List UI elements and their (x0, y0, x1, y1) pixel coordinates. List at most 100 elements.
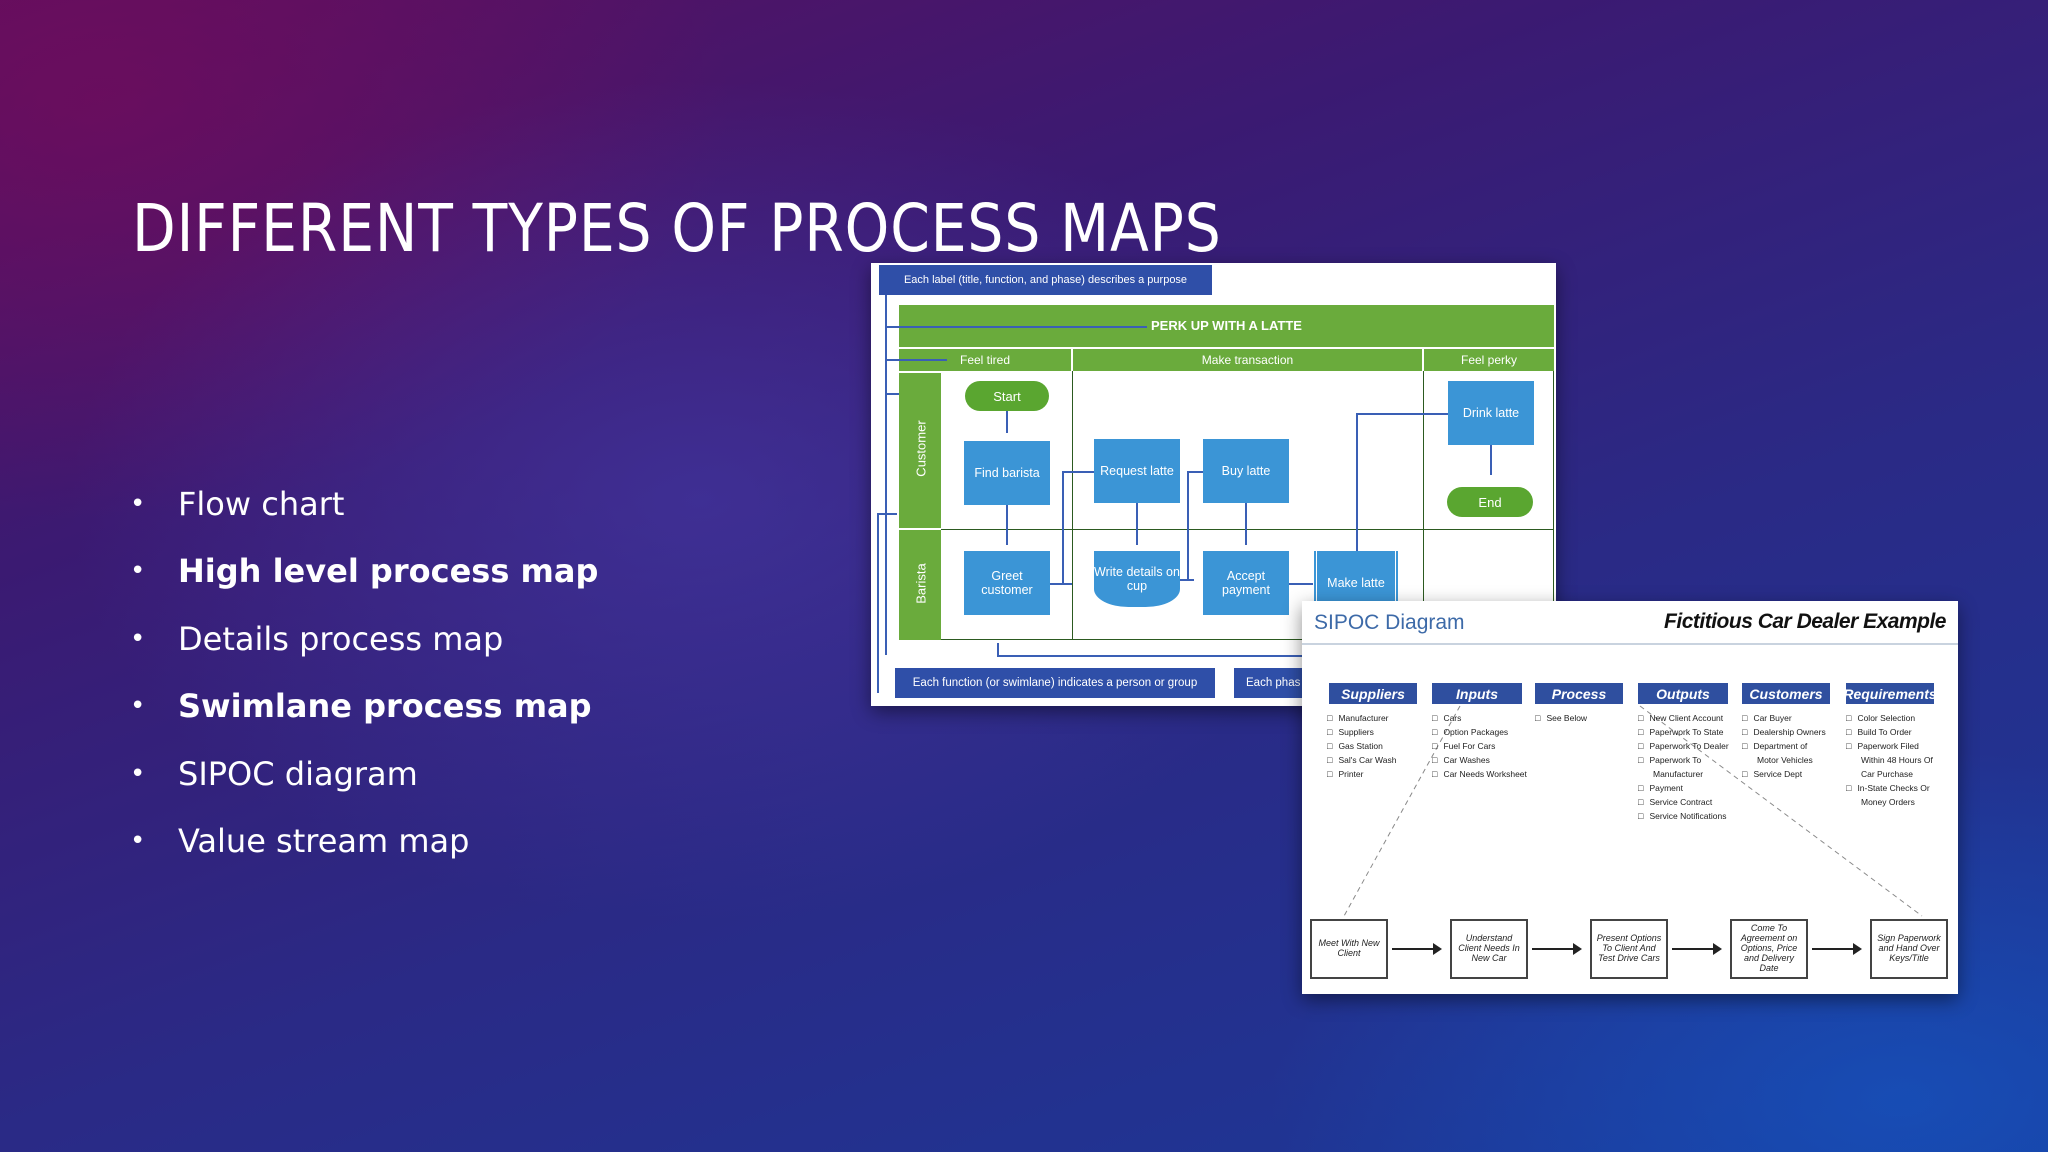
bullet-item: • Value stream map (130, 808, 598, 876)
swimlane-bottom-note-2: Each phas (1234, 668, 1314, 698)
process-step-1: Meet With New Client (1310, 919, 1388, 979)
lane-header-barista (899, 530, 941, 640)
connector (1062, 471, 1064, 583)
connector (1356, 413, 1358, 551)
list-item: Motor Vehicles (1757, 755, 1813, 765)
node-end: End (1447, 487, 1533, 517)
list-item: New Client Account (1638, 711, 1729, 725)
bullet-item: • SIPOC diagram (130, 740, 598, 808)
node-request-latte: Request latte (1094, 439, 1180, 503)
swimlane-top-note: Each label (title, function, and phase) … (879, 265, 1212, 295)
node-write-details: Write details on cup (1094, 551, 1180, 607)
list-item: Car Purchase (1861, 769, 1913, 779)
process-step-4: Come To Agreement on Options, Price and … (1730, 919, 1808, 979)
bullet-dot: • (130, 826, 146, 857)
bullet-dot: • (130, 623, 146, 654)
connector (885, 295, 887, 655)
node-start: Start (965, 381, 1049, 411)
list-item: Option Packages (1432, 725, 1527, 739)
connector (997, 655, 1457, 657)
swimlane-bottom-note: Each function (or swimlane) indicates a … (895, 668, 1215, 698)
bullet-item: • Details process map (130, 605, 598, 673)
phase-divider (1072, 371, 1073, 639)
connector (877, 513, 897, 515)
connector (1490, 445, 1492, 475)
swimlane-diagram-image: Each label (title, function, and phase) … (871, 263, 1556, 706)
lane-label-barista: Barista (913, 563, 929, 604)
connector (1136, 503, 1138, 545)
header-inputs: Inputs (1432, 683, 1522, 704)
node-greet-customer: Greet customer (964, 551, 1050, 615)
bullet-dot: • (130, 758, 146, 789)
list-item: Build To Order (1846, 725, 1933, 739)
node-accept-payment: Accept payment (1203, 551, 1289, 615)
node-drink-latte: Drink latte (1448, 381, 1534, 445)
connector (887, 359, 947, 361)
connector (1006, 505, 1008, 545)
connector (1356, 413, 1448, 415)
list-item: Paperwork To (1638, 753, 1729, 767)
divider (1302, 643, 1958, 645)
connector (887, 326, 1147, 328)
connector (877, 513, 879, 693)
connector (1187, 471, 1203, 473)
bullet-text: Value stream map (178, 822, 470, 861)
list-item: Service Dept (1742, 767, 1826, 781)
inputs-list: Cars Option Packages Fuel For Cars Car W… (1432, 711, 1527, 781)
list-item: Cars (1432, 711, 1527, 725)
process-step-5: Sign Paperwork and Hand Over Keys/Title (1870, 919, 1948, 979)
requirements-list: Color Selection Build To Order Paperwork… (1846, 711, 1933, 809)
arrow-icon (1392, 943, 1442, 955)
frame-edge (1553, 371, 1554, 639)
list-item: Within 48 Hours Of (1861, 755, 1933, 765)
sipoc-subtitle: Fictitious Car Dealer Example (1664, 610, 1946, 633)
connector (1187, 471, 1189, 581)
list-item: Money Orders (1861, 797, 1915, 807)
sipoc-title: SIPOC Diagram (1314, 611, 1465, 634)
list-item: See Below (1535, 711, 1587, 725)
list-item: Car Buyer (1742, 711, 1826, 725)
bullet-list: • Flow chart • High level process map • Det… (130, 470, 598, 875)
lane-divider (941, 639, 1554, 640)
list-item: Manufacturer (1653, 769, 1704, 779)
bullet-text: Flow chart (178, 484, 345, 523)
process-list: See Below (1535, 711, 1587, 725)
list-item: Color Selection (1846, 711, 1933, 725)
list-item: Suppliers (1327, 725, 1396, 739)
sipoc-diagram-image: SIPOC Diagram Fictitious Car Dealer Exam… (1302, 601, 1958, 994)
list-item: Department of (1742, 739, 1826, 753)
header-requirements: Requirements (1843, 683, 1937, 704)
bullet-item: • High level process map (130, 538, 598, 606)
process-step-3: Present Options To Client And Test Drive… (1590, 919, 1668, 979)
arrow-icon (1672, 943, 1722, 955)
bullet-text: SIPOC diagram (178, 754, 418, 793)
list-item: Paperwork To Dealer (1638, 739, 1728, 753)
connector (997, 643, 999, 657)
phase-make-transaction: Make transaction (1073, 349, 1422, 371)
bullet-text: Details process map (178, 619, 504, 658)
bullet-text: High level process map (178, 552, 599, 591)
list-item: Payment (1638, 781, 1729, 795)
list-item: Sal's Car Wash (1327, 753, 1396, 767)
bullet-dot: • (130, 691, 146, 722)
lane-label-customer: Customer (913, 420, 929, 477)
bullet-dot: • (130, 556, 146, 587)
bullet-dot: • (130, 488, 146, 519)
list-item: Fuel For Cars (1432, 739, 1527, 753)
list-item: Gas Station (1327, 739, 1396, 753)
bullet-item: •Swimlane process map (130, 673, 598, 741)
connector (1245, 503, 1247, 545)
outputs-list: New Client Account Paperwork To State Pa… (1638, 711, 1729, 823)
header-suppliers: Suppliers (1329, 683, 1417, 704)
swimlane-title: PERK UP WITH A LATTE (899, 305, 1554, 347)
list-item: Car Washes (1432, 753, 1527, 767)
suppliers-list: Manufacturer Suppliers Gas Station Sal's… (1327, 711, 1396, 781)
list-item: Manufacturer (1327, 711, 1396, 725)
bullet-item: • Flow chart (130, 470, 598, 538)
list-item: Paperwork To State (1638, 725, 1729, 739)
arrow-icon (1532, 943, 1582, 955)
connector (1289, 583, 1313, 585)
node-find-barista: Find barista (964, 441, 1050, 505)
list-item: Service Contract (1638, 795, 1729, 809)
list-item: Car Needs Worksheet (1432, 767, 1526, 781)
